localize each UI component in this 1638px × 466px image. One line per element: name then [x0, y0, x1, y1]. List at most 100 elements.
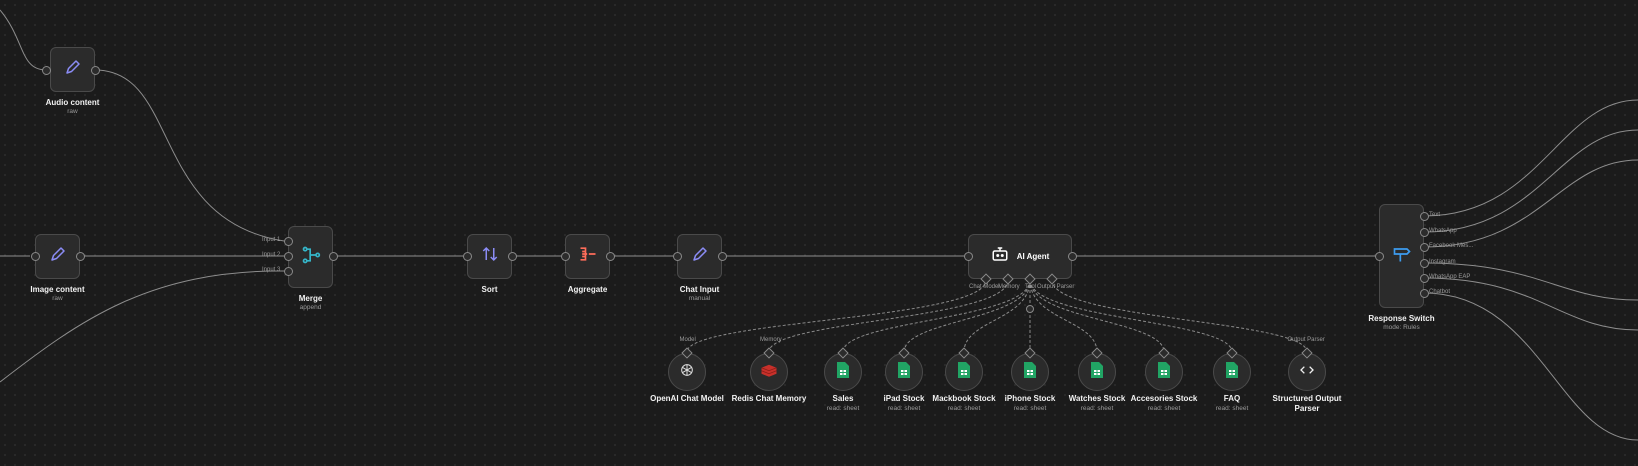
sort-input-port[interactable] — [462, 251, 472, 261]
redis-icon — [760, 363, 778, 382]
image-input-port[interactable] — [30, 251, 40, 261]
sub-node-subtitle: read: sheet — [1013, 405, 1047, 412]
sub-node-label: Sales — [832, 394, 854, 403]
wire-switch-out-2[interactable] — [1423, 129, 1638, 233]
aggregate-node[interactable] — [565, 234, 610, 279]
sub-node-faq[interactable] — [1213, 353, 1251, 391]
sub-node-ipad-stock[interactable] — [885, 353, 923, 391]
wire-switch-out-3[interactable] — [1423, 159, 1638, 248]
aggregate-output-port[interactable] — [605, 251, 615, 261]
merge-node[interactable] — [288, 226, 333, 288]
sub-node-watches-stock[interactable] — [1078, 353, 1116, 391]
audio-output-port[interactable] — [90, 65, 100, 75]
sub-connection-10[interactable] — [1051, 279, 1308, 353]
agent-port-label-1: Chat Model — [969, 284, 1000, 290]
sub-node-iphone-stock[interactable] — [1011, 353, 1049, 391]
switch-node[interactable] — [1379, 204, 1424, 308]
switch-output-port-5[interactable] — [1419, 273, 1429, 283]
switch-output-label-3: Facebook Mes... — [1429, 243, 1474, 249]
aggregate-input-port[interactable] — [560, 251, 570, 261]
code-icon — [1299, 362, 1315, 383]
wire-in-audio[interactable] — [0, 9, 47, 71]
image-output-port[interactable] — [75, 251, 85, 261]
wire-switch-out-4[interactable] — [1423, 262, 1638, 301]
sub-connection-3[interactable] — [842, 279, 1031, 353]
sub-node-redis-chat-memory[interactable] — [750, 353, 788, 391]
sub-node-port-label-2: Memory — [760, 337, 782, 343]
merge-input-port-3[interactable] — [283, 266, 293, 276]
chat_input-subtitle: manual — [688, 295, 711, 302]
chat-input-input-port[interactable] — [672, 251, 682, 261]
switch-output-label-2: WhatsApp — [1429, 228, 1457, 234]
wire-audio-merge[interactable] — [94, 69, 285, 242]
audio-input-port[interactable] — [41, 65, 51, 75]
sub-connection-7[interactable] — [1029, 279, 1098, 353]
switch-icon — [1392, 244, 1412, 269]
sub-node-subtitle: read: sheet — [1147, 405, 1181, 412]
sub-connection-1[interactable] — [686, 279, 987, 353]
sub-node-mackbook-stock[interactable] — [945, 353, 983, 391]
sub-node-label: iPhone Stock — [1004, 394, 1056, 403]
image-node[interactable] — [35, 234, 80, 279]
chat-input-output-port[interactable] — [717, 251, 727, 261]
sub-connection-2[interactable] — [768, 279, 1009, 353]
sub-node-subtitle: read: sheet — [1080, 405, 1114, 412]
openai-icon — [679, 362, 695, 383]
add-tool-button[interactable] — [1026, 305, 1034, 313]
sheets-icon — [1091, 361, 1103, 383]
switch-output-port-1[interactable] — [1419, 211, 1429, 221]
sub-node-accesories-stock[interactable] — [1145, 353, 1183, 391]
switch-input-port[interactable] — [1374, 251, 1384, 261]
sort-node[interactable] — [467, 234, 512, 279]
merge-output-port[interactable] — [328, 251, 338, 261]
switch-output-port-2[interactable] — [1419, 227, 1429, 237]
chat-input-node[interactable] — [677, 234, 722, 279]
agent-label: AI Agent — [1016, 252, 1050, 261]
wire-switch-out-5[interactable] — [1423, 277, 1638, 331]
switch-output-label-1: Text — [1429, 212, 1441, 218]
sub-node-subtitle: read: sheet — [887, 405, 921, 412]
wire-in3-merge[interactable] — [0, 270, 285, 383]
switch-output-port-4[interactable] — [1419, 258, 1429, 268]
agent-port-label-2: Memory — [998, 284, 1020, 290]
agent-node[interactable]: AI Agent — [968, 234, 1072, 279]
switch-output-label-6: Chatbot — [1429, 289, 1451, 295]
sub-node-sales[interactable] — [824, 353, 862, 391]
sub-node-port-label-10: Output Parser — [1287, 337, 1325, 343]
switch-output-port-3[interactable] — [1419, 242, 1429, 252]
agent-port-label-4: Output Parser — [1037, 284, 1075, 290]
sub-node-structured-output-parser[interactable] — [1288, 353, 1326, 391]
agent-input-port[interactable] — [963, 251, 973, 261]
sheets-icon — [837, 361, 849, 383]
image-label: Image content — [30, 285, 85, 294]
sort-output-port[interactable] — [507, 251, 517, 261]
sub-node-port-label-1: Model — [679, 337, 696, 343]
sub-connection-8[interactable] — [1029, 279, 1165, 353]
edit-icon — [49, 245, 67, 268]
sort-label: Sort — [481, 285, 498, 294]
sub-connection-4[interactable] — [903, 279, 1031, 353]
agent-output-port[interactable] — [1067, 251, 1077, 261]
wire-switch-out-6[interactable] — [1423, 292, 1638, 441]
sub-node-subtitle: read: sheet — [826, 405, 860, 412]
aggregate-label: Aggregate — [567, 285, 608, 294]
wire-switch-out-1[interactable] — [1423, 99, 1638, 217]
sub-connection-9[interactable] — [1029, 279, 1233, 353]
sub-node-label: Redis Chat Memory — [731, 394, 807, 403]
sheets-icon — [958, 361, 970, 383]
audio-label: Audio content — [45, 98, 100, 107]
switch-label: Response Switch — [1368, 314, 1435, 323]
merge-input-port-2[interactable] — [283, 251, 293, 261]
robot-icon — [991, 245, 1009, 268]
sub-node-openai-chat-model[interactable] — [668, 353, 706, 391]
switch-subtitle: mode: Rules — [1383, 324, 1420, 331]
merge-input-port-1[interactable] — [283, 236, 293, 246]
merge-label: Merge — [298, 294, 323, 303]
sub-node-label: Mackbook Stock — [932, 394, 996, 403]
sub-node-label: Structured Output Parser — [1272, 394, 1342, 413]
audio-node[interactable] — [50, 47, 95, 92]
switch-output-port-6[interactable] — [1419, 288, 1429, 298]
switch-output-label-5: WhatsApp EAP — [1429, 274, 1471, 280]
sub-connection-5[interactable] — [963, 279, 1031, 353]
